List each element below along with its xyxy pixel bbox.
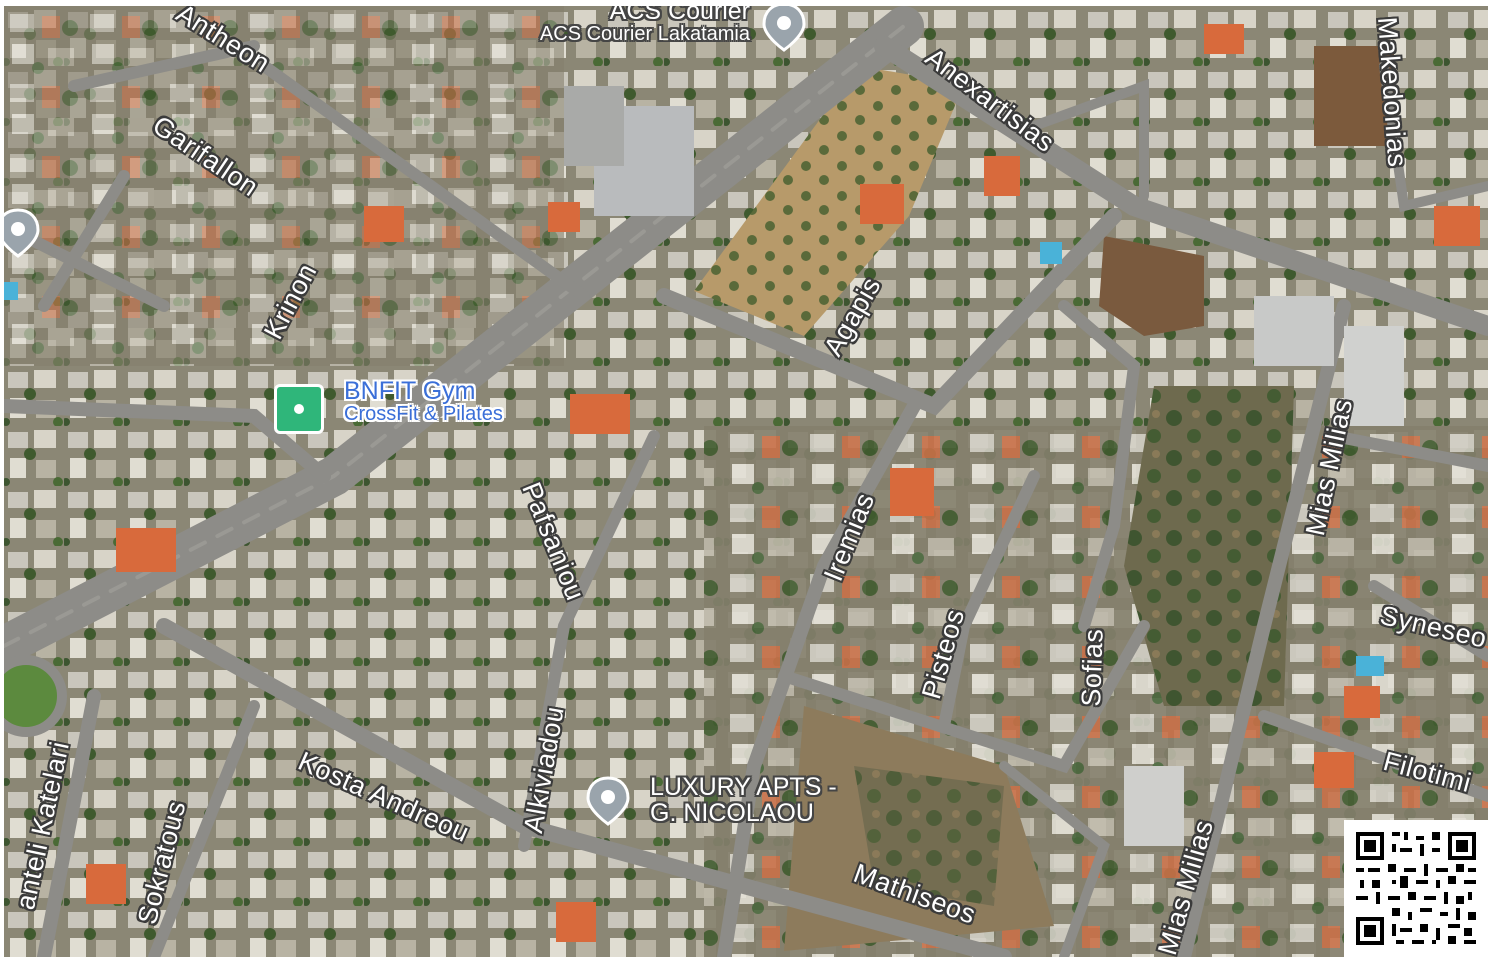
poi-subtitle: ACS Courier Lakatamia [539, 23, 750, 46]
poi-subtitle: G. NICOLAOU [650, 799, 814, 828]
road-label-sofias: Sofias [1076, 628, 1109, 708]
map-imagery [4, 6, 1488, 957]
poi-label-acs-courier[interactable]: ACS Courier ACS Courier Lakatamia [482, 6, 750, 45]
poi-title: ACS Courier [609, 6, 750, 25]
location-pin-icon[interactable] [4, 206, 44, 258]
poi-label-bnfit-gym[interactable]: BNFIT Gym CrossFit & Pilates [344, 378, 503, 425]
poi-title: LUXURY APTS - [650, 773, 837, 801]
qr-code-icon [1344, 820, 1488, 957]
qr-code[interactable] [1344, 820, 1488, 957]
satellite-map[interactable]: Antheon Garifallon Krinon Anexartisias M… [4, 6, 1488, 957]
location-pin-icon[interactable] [758, 6, 810, 52]
gym-marker-icon[interactable] [274, 384, 324, 434]
poi-label-luxury-apts[interactable]: LUXURY APTS - G. NICOLAOU [650, 774, 837, 827]
poi-subtitle: CrossFit & Pilates [344, 403, 503, 426]
poi-title: BNFIT Gym [344, 377, 476, 405]
location-pin-icon[interactable] [582, 774, 634, 826]
